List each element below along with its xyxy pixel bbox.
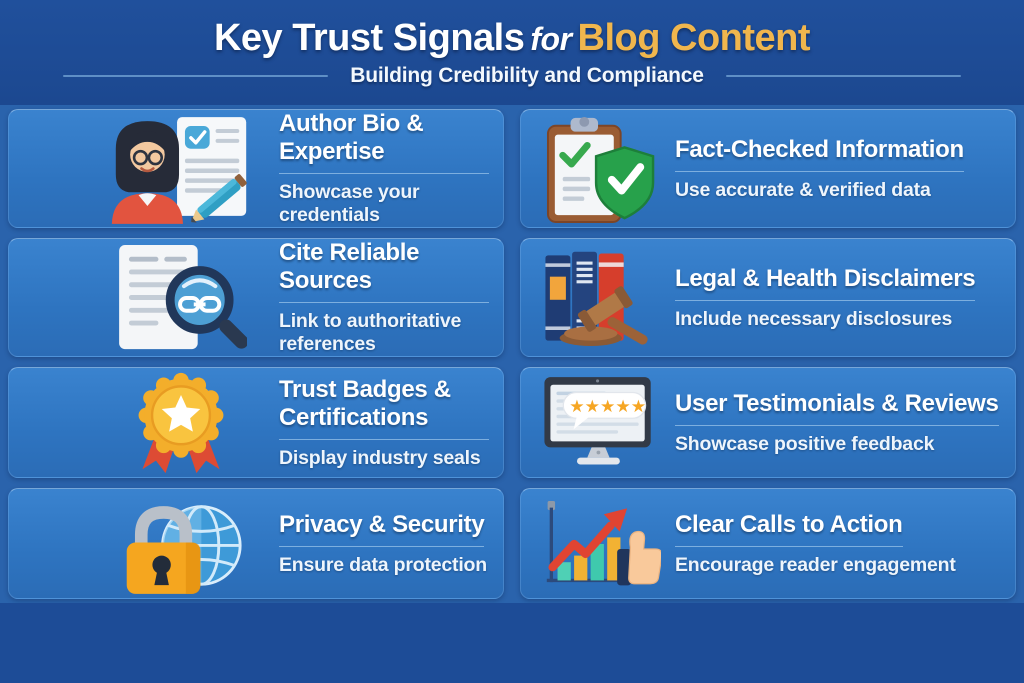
card-fact-checked: Fact-Checked Information Use accurate & … [520, 109, 1016, 228]
card-title: Legal & Health Disclaimers [675, 265, 976, 301]
decorative-line-right [725, 75, 961, 78]
author-document-icon [97, 113, 265, 224]
card-title: User Testimonials & Reviews [675, 390, 999, 426]
card-description: Showcase your credentials [279, 181, 420, 226]
card-description: Include necessary disclosures [675, 307, 953, 330]
card-text: Trust Badges & Certifications Display in… [279, 376, 503, 470]
card-title: Clear Calls to Action [675, 511, 903, 547]
card-description: Display industry seals [279, 446, 481, 469]
padlock-globe-icon [97, 489, 265, 598]
card-title: Privacy & Security [279, 511, 485, 547]
subtitle-row: Building Credibility and Compliance [0, 64, 1024, 88]
document-magnifier-icon [97, 243, 265, 353]
title-accent: Blog Content [577, 16, 811, 59]
growth-chart-thumbs-up-icon [541, 490, 661, 598]
card-text: Cite Reliable Sources Link to authoritat… [279, 239, 503, 356]
cards-grid: Author Bio & Expertise Showcase your cre… [0, 105, 1024, 603]
card-text: Privacy & Security Ensure data protectio… [279, 511, 503, 577]
card-author-bio: Author Bio & Expertise Showcase your cre… [8, 109, 504, 228]
card-legal-disclaimers: Legal & Health Disclaimers Include neces… [520, 238, 1016, 357]
card-description: Encourage reader engagement [675, 553, 956, 576]
card-description: Use accurate & verified data [675, 178, 931, 201]
card-text: User Testimonials & Reviews Showcase pos… [675, 390, 1015, 456]
card-calls-to-action: Clear Calls to Action Encourage reader e… [520, 488, 1016, 599]
card-trust-badges: Trust Badges & Certifications Display in… [8, 367, 504, 478]
card-description: Ensure data protection [279, 553, 487, 576]
card-text: Fact-Checked Information Use accurate & … [675, 136, 1015, 202]
svg-text:★★★★★: ★★★★★ [569, 397, 646, 417]
card-text: Clear Calls to Action Encourage reader e… [675, 511, 1015, 577]
card-title: Trust Badges & Certifications [279, 376, 489, 440]
card-title: Fact-Checked Information [675, 136, 964, 172]
medal-star-ribbon-icon [97, 369, 265, 477]
card-cite-sources: Cite Reliable Sources Link to authoritat… [8, 238, 504, 357]
card-description: Link to authoritative references [279, 310, 462, 355]
page-subtitle: Building Credibility and Compliance [350, 64, 704, 88]
title-main: Key Trust Signals [213, 16, 525, 59]
footer-band [0, 603, 1024, 683]
card-user-testimonials: ★★★★★ User Testimonials & Reviews Showca… [520, 367, 1016, 478]
card-title: Cite Reliable Sources [279, 239, 489, 303]
card-text: Author Bio & Expertise Showcase your cre… [279, 110, 503, 227]
card-text: Legal & Health Disclaimers Include neces… [675, 265, 1015, 331]
clipboard-shield-check-icon [541, 114, 661, 224]
card-privacy-security: Privacy & Security Ensure data protectio… [8, 488, 504, 599]
monitor-five-star-review-icon: ★★★★★ [541, 368, 661, 477]
law-books-gavel-icon [541, 244, 661, 352]
card-title: Author Bio & Expertise [279, 110, 489, 174]
card-description: Showcase positive feedback [675, 432, 935, 455]
decorative-line-left [63, 75, 329, 78]
title-for: for [530, 20, 572, 57]
